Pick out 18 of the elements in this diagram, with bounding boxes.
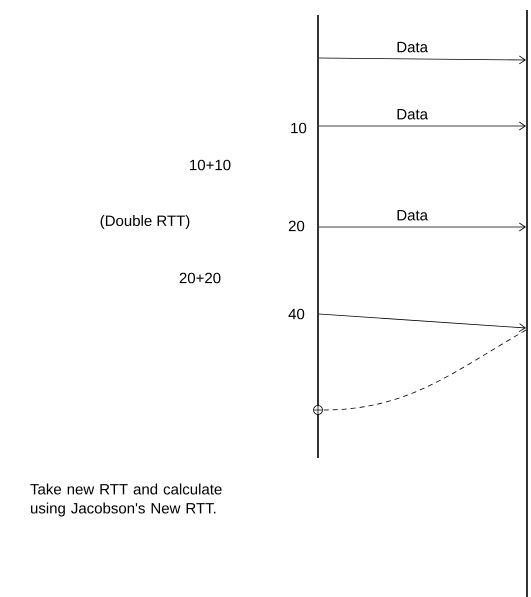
arrow [318, 56, 526, 64]
time-label: 20 [288, 220, 304, 232]
arrow [318, 122, 526, 130]
annotation: (Double RTT) [100, 215, 190, 229]
edge-label: Data [398, 42, 428, 52]
timeline [526, 10, 528, 597]
annotation: 10+10 [190, 160, 230, 170]
annotation: 20+20 [180, 272, 220, 284]
edge-label: Data [398, 210, 428, 220]
time-label: 40 [288, 308, 304, 320]
note: Take new RTT and calculate using Jacobson's New RTT. [30, 484, 222, 516]
edge-label: Data [398, 109, 428, 120]
time-label: 10 [291, 122, 306, 134]
arrow [318, 314, 526, 332]
timeline [317, 15, 319, 458]
arrow [318, 222, 526, 232]
cross-circle [313, 405, 323, 415]
dashed-curve [322, 330, 526, 410]
